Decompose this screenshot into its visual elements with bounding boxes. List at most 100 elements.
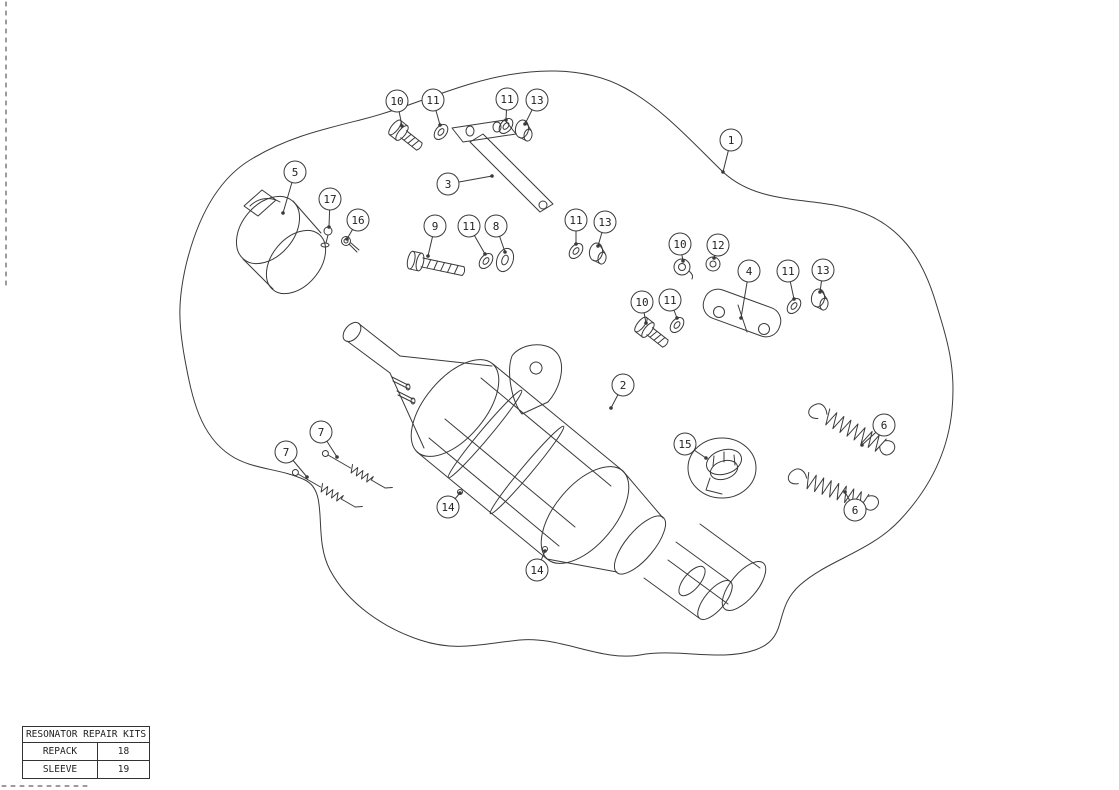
callout-anchor-dot	[681, 259, 685, 263]
callout-anchor-dot	[574, 242, 578, 246]
callout-number: 5	[292, 166, 299, 179]
callout-10: 10	[630, 290, 654, 325]
callout-12: 12	[706, 233, 730, 260]
table-row: REPACK 18	[23, 743, 149, 761]
clamp-piece-15	[687, 437, 757, 499]
assembly-boundary-outline	[179, 70, 954, 657]
callout-anchor-dot	[438, 123, 442, 127]
callout-balloon	[484, 214, 508, 238]
callout-10: 10	[385, 89, 409, 128]
callout-number: 3	[445, 178, 452, 191]
callout-8: 8	[484, 214, 508, 254]
callout-number: 13	[530, 94, 543, 107]
callout-number: 11	[426, 94, 439, 107]
callout-anchor-dot	[458, 491, 462, 495]
callout-number: 2	[620, 379, 627, 392]
callout-anchor-dot	[335, 455, 339, 459]
callout-anchor-dot	[843, 490, 847, 494]
callout-anchor-dot	[818, 290, 822, 294]
callout-number: 7	[283, 446, 290, 459]
callout-number: 11	[569, 214, 582, 227]
callout-balloon	[436, 172, 460, 196]
callout-number: 11	[462, 220, 475, 233]
callout-15: 15	[673, 432, 708, 460]
callout-number: 11	[663, 294, 676, 307]
callout-anchor-dot	[860, 443, 864, 447]
kit-label: REPACK	[23, 743, 98, 760]
table-row: SLEEVE 19	[23, 761, 149, 778]
callout-9: 9	[423, 214, 447, 258]
callout-11: 11	[421, 88, 445, 127]
callout-7: 7	[309, 420, 339, 459]
callout-3: 3	[436, 172, 494, 196]
callout-anchor-dot	[327, 225, 331, 229]
callout-2: 2	[609, 373, 635, 410]
callout-balloon	[346, 208, 370, 232]
nut-13a	[513, 118, 535, 143]
callout-balloon	[776, 259, 800, 283]
callout-anchor-dot	[543, 549, 547, 553]
callout-balloon	[658, 288, 682, 312]
callout-number: 17	[323, 193, 336, 206]
callout-number: 6	[852, 504, 859, 517]
callout-7: 7	[274, 440, 309, 479]
callout-balloon	[706, 233, 730, 257]
callout-anchor-dot	[721, 170, 725, 174]
callout-number: 4	[746, 265, 753, 278]
callout-number: 10	[390, 95, 403, 108]
bolt-10c	[632, 314, 673, 353]
callout-number: 14	[441, 501, 455, 514]
bushing-10b	[673, 258, 694, 280]
bolt-9	[406, 250, 466, 277]
callout-anchor-dot	[345, 237, 349, 241]
callout-11: 11	[495, 87, 519, 122]
kit-number: 18	[117, 746, 130, 757]
callout-6: 6	[860, 413, 896, 447]
callout-balloon	[309, 420, 333, 444]
bolt-10a	[386, 117, 427, 156]
callout-5: 5	[281, 160, 307, 215]
spring-6b	[786, 465, 881, 515]
callout-number: 15	[678, 438, 691, 451]
repair-kits-title: RESONATOR REPAIR KITS	[23, 727, 149, 743]
callout-number: 6	[881, 419, 888, 432]
mounting-bracket-upper	[451, 119, 554, 213]
callout-10: 10	[668, 232, 692, 263]
muffler-assembly	[342, 321, 767, 620]
valve-fitting	[320, 226, 333, 248]
callout-balloon	[673, 432, 697, 456]
callout-balloon	[611, 373, 635, 397]
callout-anchor-dot	[490, 174, 494, 178]
callout-anchor-dot	[739, 316, 743, 320]
callout-11: 11	[457, 214, 487, 256]
spacer-8	[495, 247, 515, 273]
callout-anchor-dot	[426, 254, 430, 258]
callout-anchor-dot	[609, 406, 613, 410]
callout-number: 16	[351, 214, 364, 227]
callout-number: 11	[500, 93, 513, 106]
clamp-sleeve	[235, 189, 327, 295]
callout-anchor-dot	[792, 297, 796, 301]
callout-number: 7	[318, 426, 325, 439]
callout-balloon	[421, 88, 445, 112]
callout-balloon	[318, 187, 342, 211]
callout-balloon	[811, 258, 835, 282]
callout-balloon	[525, 558, 549, 582]
kit-number: 19	[117, 764, 130, 775]
callout-6: 6	[843, 490, 867, 522]
callout-11: 11	[564, 208, 588, 246]
callout-number: 14	[530, 564, 544, 577]
callout-13: 13	[811, 258, 835, 294]
callout-1: 1	[719, 128, 743, 174]
callout-13: 13	[593, 210, 617, 248]
callout-balloon	[737, 259, 761, 283]
callout-11: 11	[658, 288, 682, 320]
callout-balloon	[719, 128, 743, 152]
small-bolt	[341, 236, 360, 253]
callout-13: 13	[523, 88, 549, 126]
callout-anchor-dot	[281, 211, 285, 215]
repair-kits-table: RESONATOR REPAIR KITS REPACK 18 SLEEVE 1…	[22, 726, 150, 779]
callout-number: 11	[781, 265, 794, 278]
callout-number: 9	[432, 220, 439, 233]
callout-anchor-dot	[596, 244, 600, 248]
